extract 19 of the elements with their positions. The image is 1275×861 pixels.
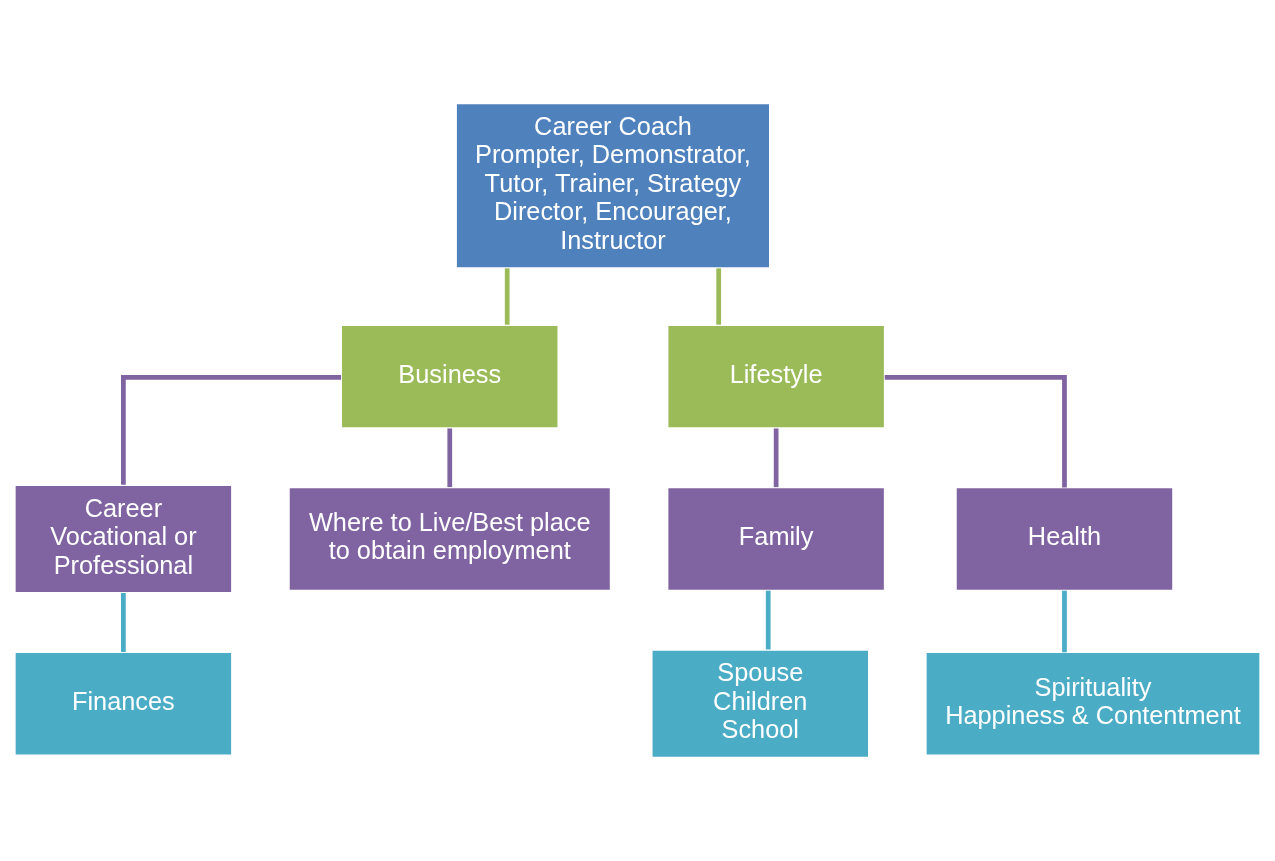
node-box: Business bbox=[340, 324, 560, 429]
connector bbox=[765, 590, 771, 650]
connector bbox=[121, 592, 126, 652]
connector bbox=[716, 268, 722, 325]
connector bbox=[773, 428, 779, 488]
node-box: Spirituality Happiness & Contentment bbox=[925, 651, 1261, 757]
connector bbox=[1062, 590, 1067, 653]
connector bbox=[121, 375, 342, 485]
connector bbox=[884, 375, 1067, 488]
node-box: Where to Live/Best place to obtain employment bbox=[288, 486, 612, 592]
node-box: Lifestyle bbox=[666, 324, 886, 429]
node-box: Spouse Children School bbox=[650, 649, 870, 759]
node-box: Family bbox=[666, 486, 886, 592]
connector bbox=[447, 428, 453, 488]
node-box: Finances bbox=[14, 651, 233, 757]
node-box: Health bbox=[955, 486, 1174, 592]
node-box: Career Coach Prompter, Demonstrator, Tutor, Trainer, Strategy Director, Encourager, Instructor bbox=[455, 102, 771, 269]
node-box: Career Vocational or Professional bbox=[14, 484, 233, 594]
connector bbox=[504, 268, 510, 325]
